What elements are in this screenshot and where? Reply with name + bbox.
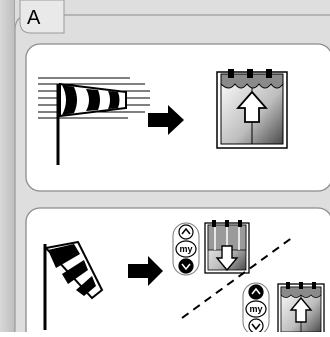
panel-wind-stops: my my [25, 207, 330, 337]
up-button-pressed-icon [248, 284, 264, 300]
arrow-right-icon [148, 105, 184, 135]
wind-sock-icon [56, 82, 127, 165]
my-button-label: my [249, 304, 262, 314]
down-arrow-icon [215, 245, 239, 272]
remote-control-option-2: my [242, 282, 270, 336]
section-tab [19, 0, 65, 34]
my-button-label: my [179, 244, 192, 254]
awning-window-down-icon [204, 220, 250, 274]
up-arrow-icon [289, 296, 313, 323]
side-strip [0, 0, 15, 332]
panel-wind-retract [25, 43, 330, 192]
awning-window-icon [216, 69, 288, 149]
up-arrow-icon [236, 90, 268, 123]
up-button-icon [178, 224, 194, 240]
my-button-icon [245, 300, 267, 318]
section-letter: A [27, 7, 41, 29]
arrow-right-icon [128, 256, 163, 286]
remote-control-option-1: my [172, 222, 200, 276]
down-button-pressed-icon [178, 258, 194, 274]
my-button-icon [175, 240, 197, 258]
awning-window-up-icon [277, 282, 325, 335]
wind-sock-icon [43, 240, 104, 330]
option-divider [181, 236, 294, 319]
